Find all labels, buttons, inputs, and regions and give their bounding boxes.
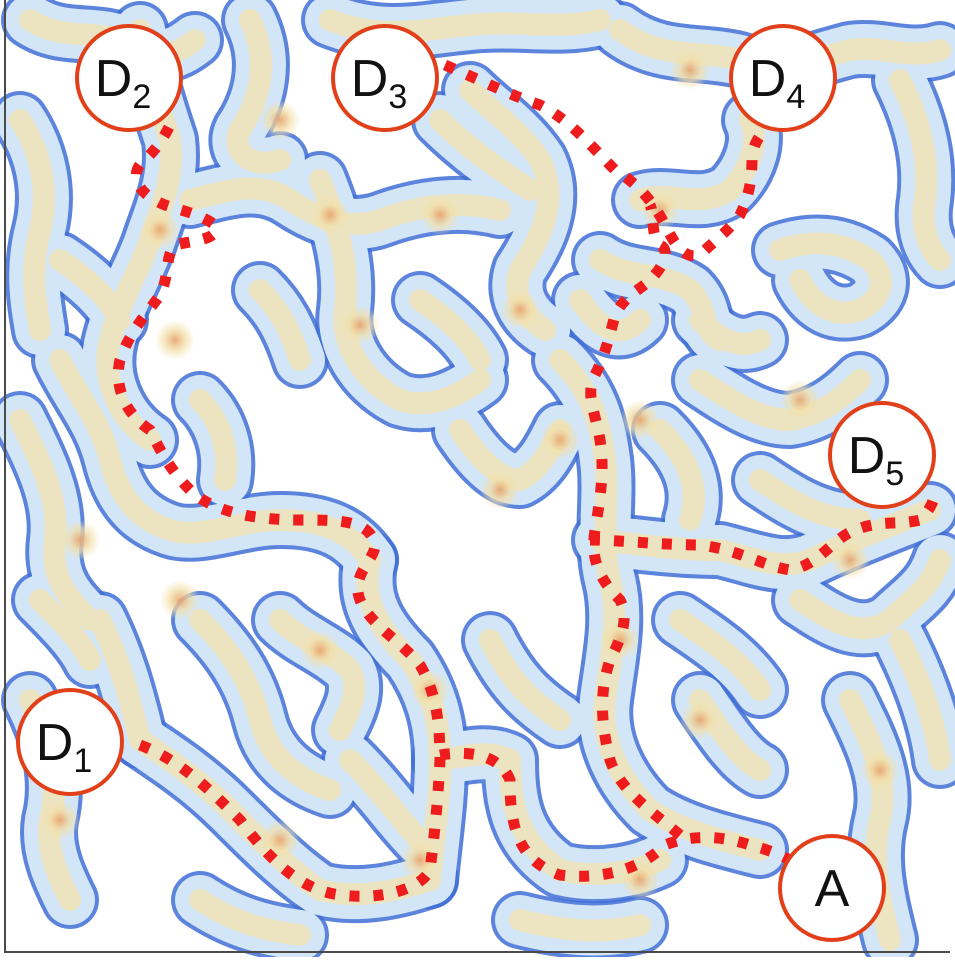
- node-letter: D: [848, 427, 886, 485]
- node-a: A: [780, 836, 884, 940]
- hot-spot: [670, 50, 710, 90]
- hot-spot: [480, 470, 520, 510]
- hot-spot: [40, 800, 80, 840]
- hot-spot: [420, 195, 460, 235]
- hot-spot: [680, 700, 720, 740]
- node-d4: D4: [731, 26, 835, 130]
- node-label: A: [815, 860, 850, 918]
- node-d5: D5: [830, 403, 934, 507]
- node-letter: A: [815, 860, 850, 918]
- hot-spot: [620, 400, 660, 440]
- hot-spot: [155, 320, 195, 360]
- hot-spot: [340, 305, 380, 345]
- node-subscript: 4: [786, 78, 805, 116]
- node-d1: D1: [18, 690, 122, 794]
- hot-spot: [140, 210, 180, 250]
- hot-spot: [500, 290, 540, 330]
- hot-spot: [830, 540, 870, 580]
- node-subscript: 3: [388, 78, 407, 116]
- hot-spot: [860, 750, 900, 790]
- node-d2: D2: [77, 26, 181, 130]
- node-letter: D: [95, 50, 133, 108]
- hot-spot: [780, 380, 820, 420]
- hot-spot: [60, 520, 100, 560]
- hot-spot: [160, 580, 200, 620]
- node-letter: D: [351, 50, 389, 108]
- hot-spot: [260, 100, 300, 140]
- node-letter: D: [36, 714, 74, 772]
- node-subscript: 2: [132, 78, 151, 116]
- blob-core: [520, 920, 640, 930]
- hot-spot: [300, 630, 340, 670]
- node-subscript: 5: [885, 455, 904, 493]
- node-subscript: 1: [73, 742, 92, 780]
- node-d3: D3: [333, 26, 437, 130]
- hot-spot: [540, 420, 580, 460]
- hot-spot: [310, 195, 350, 235]
- node-letter: D: [749, 50, 787, 108]
